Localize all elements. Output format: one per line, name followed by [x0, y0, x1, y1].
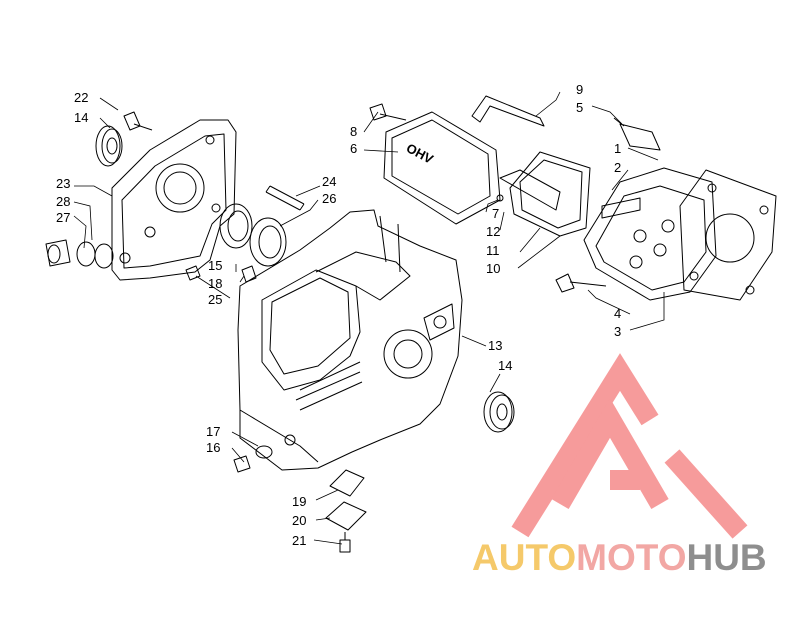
shaft-24 — [265, 185, 305, 211]
o-ring-28 — [76, 241, 96, 267]
callout-7: 7 — [492, 206, 499, 221]
screw-7 — [496, 194, 504, 202]
callout-3: 3 — [614, 324, 621, 339]
oil-seal-lower — [483, 391, 515, 433]
callout-6: 6 — [350, 141, 357, 156]
callout-numbers: 22 14 23 28 27 24 26 15 18 25 8 6 9 5 7 … — [56, 82, 621, 548]
watermark-hub: HUB — [686, 537, 767, 578]
plate-20 — [325, 501, 367, 531]
callout-5: 5 — [576, 100, 583, 115]
callout-23: 23 — [56, 176, 70, 191]
leader-lines — [73, 91, 665, 545]
callout-22: 22 — [74, 90, 88, 105]
callout-13: 13 — [488, 338, 502, 353]
callout-2: 2 — [614, 160, 621, 175]
valve-cover — [383, 111, 501, 225]
callout-9: 9 — [576, 82, 583, 97]
callout-25: 25 — [208, 292, 222, 307]
callout-4: 4 — [614, 306, 621, 321]
bolt-21 — [339, 532, 351, 553]
crankcase-block — [237, 209, 463, 471]
bolt-8 — [369, 103, 407, 121]
bearing-upper — [95, 125, 123, 167]
callout-15: 15 — [208, 258, 222, 273]
bearing-15 — [219, 203, 287, 267]
callout-26: 26 — [322, 191, 336, 206]
dowel-pin-18 — [241, 265, 257, 283]
gasket-19 — [329, 469, 365, 497]
callout-17: 17 — [206, 424, 220, 439]
crankcase-side-cover — [111, 119, 237, 281]
bolt-22 — [123, 111, 153, 131]
callout-14-lower: 14 — [498, 358, 512, 373]
callout-27: 27 — [56, 210, 70, 225]
callout-21: 21 — [292, 533, 306, 548]
watermark-moto: MOTO — [576, 537, 687, 578]
watermark-wordmark: AUTOMOTOHUB — [472, 538, 767, 578]
cover-lettering: OHV — [404, 140, 436, 167]
callout-12: 12 — [486, 224, 500, 239]
dowel-pin-25 — [185, 265, 201, 281]
watermark-auto: AUTO — [472, 537, 577, 578]
head-bolt — [555, 273, 607, 293]
callout-18: 18 — [208, 276, 222, 291]
callout-1: 1 — [614, 141, 621, 156]
callout-14-upper: 14 — [74, 110, 88, 125]
o-ring-28b — [94, 243, 114, 269]
plug-17 — [233, 455, 251, 473]
callout-8: 8 — [350, 124, 357, 139]
spark-plug — [613, 117, 661, 151]
watermark-logo — [511, 353, 748, 539]
callout-24: 24 — [322, 174, 336, 189]
washer-16 — [255, 445, 273, 459]
callout-10: 10 — [486, 261, 500, 276]
head-gasket — [679, 169, 777, 301]
cover-gasket — [499, 151, 591, 237]
callout-19: 19 — [292, 494, 306, 509]
callout-28: 28 — [56, 194, 70, 209]
callout-11: 11 — [486, 243, 500, 258]
cylinder-head — [583, 167, 717, 301]
callout-20: 20 — [292, 513, 306, 528]
callout-16: 16 — [206, 440, 220, 455]
breather-tube — [471, 95, 545, 127]
drain-plug-27 — [45, 239, 71, 267]
